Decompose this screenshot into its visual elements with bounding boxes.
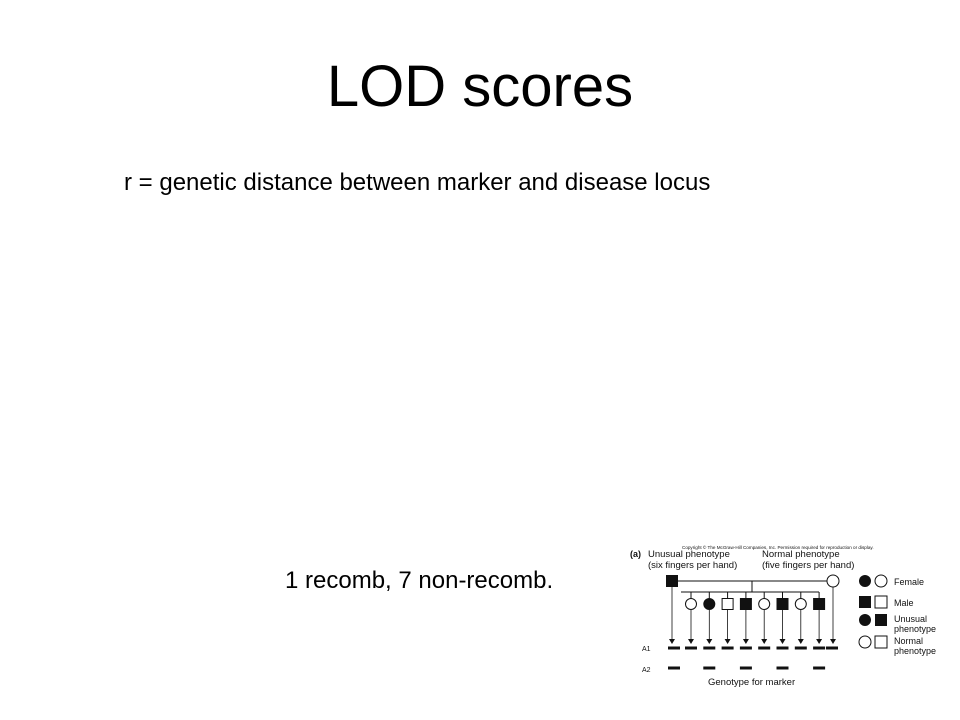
offspring-female-symbol (794, 598, 807, 610)
father-arrowhead (669, 639, 675, 644)
pedigree-diagram: Copyright © The McGraw-Hill Companies, I… (630, 544, 936, 688)
legend-unusual-female-icon (859, 614, 871, 626)
legend-normal-male-icon (874, 635, 888, 649)
legend-normal-female-icon (858, 635, 872, 649)
offspring-male-symbol (813, 598, 826, 610)
legend: Female Male Unusual phenotype Normal phe… (858, 574, 936, 656)
legend-normal-label-2: phenotype (894, 646, 936, 656)
offspring-arrowhead (761, 639, 768, 644)
offspring-arrowhead (816, 639, 823, 644)
father-affected-male (666, 575, 678, 587)
copyright-text: Copyright © The McGraw-Hill Companies, I… (682, 544, 874, 550)
legend-male-label: Male (894, 598, 914, 608)
offspring-group (668, 587, 838, 670)
offspring-female-symbol (758, 598, 771, 610)
panel-label: (a) (630, 549, 641, 559)
legend-female-normal-icon (874, 574, 888, 588)
genotype-label: Genotype for marker (708, 677, 795, 688)
legend-unusual-label-1: Unusual (894, 614, 927, 624)
offspring-arrowhead (779, 639, 786, 644)
marker-allele-a1-label: A1 (642, 646, 651, 653)
parent-right-label-1: Normal phenotype (762, 549, 840, 560)
offspring-male-symbol (739, 598, 752, 610)
offspring-female-symbol (703, 598, 716, 610)
parent-left-label-1: Unusual phenotype (648, 549, 730, 560)
offspring-male-symbol (776, 598, 789, 610)
legend-unusual-label-2: phenotype (894, 624, 936, 634)
legend-male-affected-icon (859, 596, 871, 608)
legend-unusual-male-icon (875, 614, 887, 626)
offspring-arrowhead (688, 639, 694, 644)
parent-left-label-2: (six fingers per hand) (648, 560, 737, 571)
slide-subtitle: r = genetic distance between marker and … (124, 169, 711, 196)
legend-female-label: Female (894, 577, 924, 587)
offspring-arrowhead (797, 639, 804, 644)
offspring-arrowhead (706, 639, 713, 644)
legend-normal-label-1: Normal (894, 636, 923, 646)
slide-title: LOD scores (326, 54, 634, 119)
offspring-arrowhead (742, 639, 749, 644)
marker-allele-a2-label: A2 (642, 667, 651, 674)
parent-right-label-2: (five fingers per hand) (762, 560, 854, 571)
offspring-female-symbol (685, 598, 697, 610)
legend-male-normal-icon (874, 595, 888, 609)
offspring-male-symbol (721, 598, 734, 610)
legend-female-affected-icon (859, 575, 871, 587)
mother-arrowhead (830, 639, 836, 644)
recombination-caption: 1 recomb, 7 non-recomb. (285, 567, 554, 594)
offspring-arrowhead (724, 639, 731, 644)
mother-normal-female (826, 574, 840, 588)
pedigree-figure: Copyright © The McGraw-Hill Companies, I… (628, 538, 948, 698)
